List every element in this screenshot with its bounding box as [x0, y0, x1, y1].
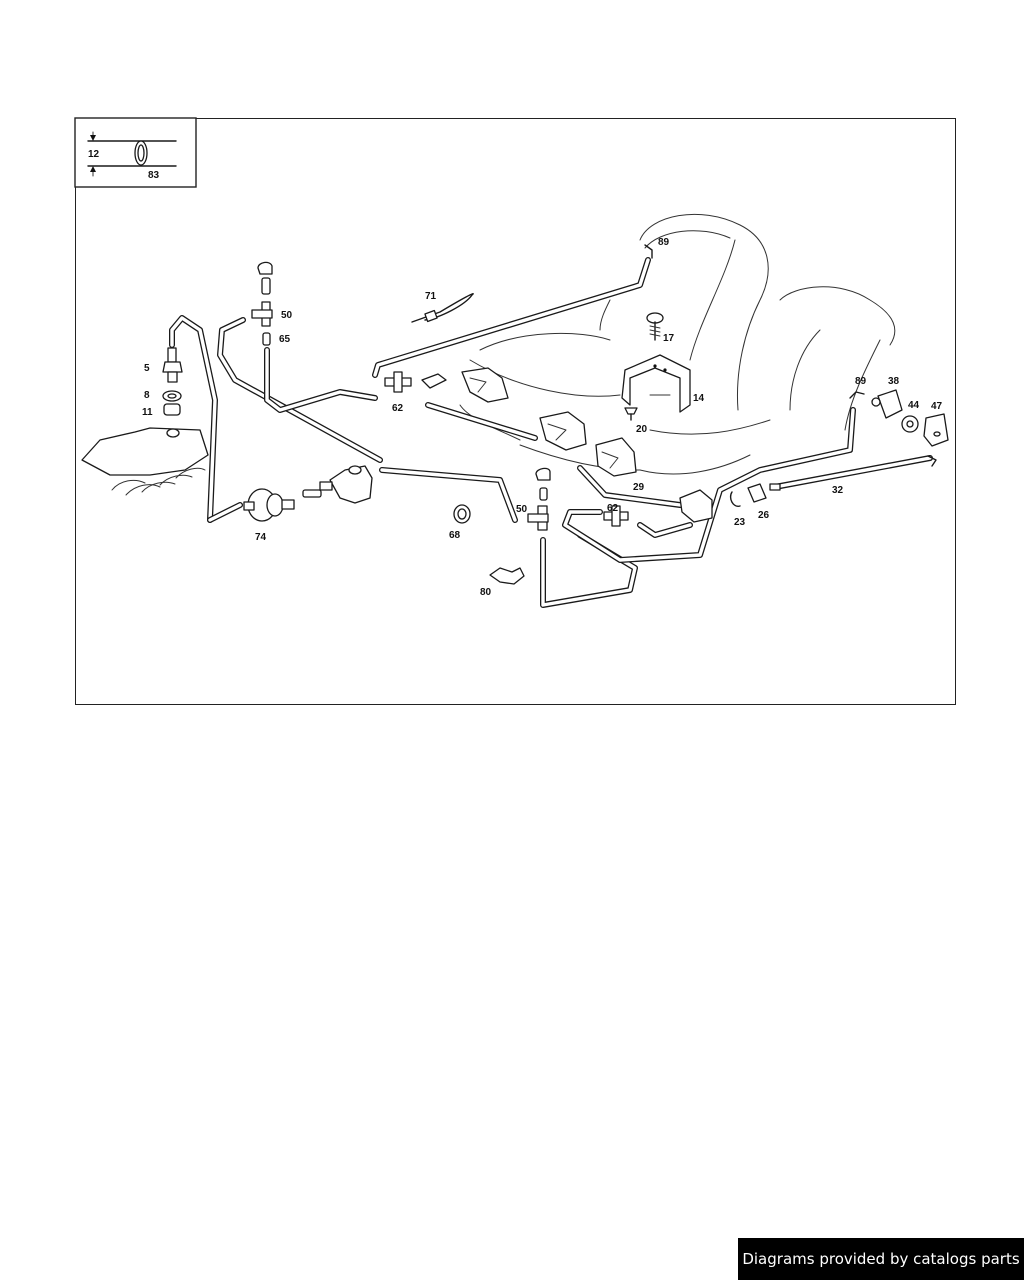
- label-12: 12: [88, 149, 100, 160]
- tubing: [169, 257, 933, 608]
- label-50-bottom: 50: [516, 504, 528, 515]
- label-80: 80: [480, 587, 492, 598]
- intake-manifold: [81, 427, 209, 496]
- part-74-valve: [243, 488, 322, 522]
- part-23-clip: [729, 491, 741, 507]
- part-50-tee-top: [251, 261, 273, 346]
- part-26-clip: [747, 483, 767, 503]
- part-44-seal: [901, 415, 919, 433]
- label-8: 8: [144, 390, 150, 401]
- part-32-cable: [769, 455, 937, 491]
- part-14-bracket: [621, 354, 691, 413]
- diagram-frame: [75, 118, 956, 705]
- part-vacuum-unit: [319, 465, 373, 504]
- label-47: 47: [931, 401, 943, 412]
- part-68-grommet: [453, 504, 471, 524]
- label-29: 29: [633, 482, 645, 493]
- label-5: 5: [144, 363, 150, 374]
- label-74: 74: [255, 532, 267, 543]
- footer-credit-badge: Diagrams provided by catalogs parts: [738, 1238, 1024, 1280]
- rubber-mount-3: [595, 437, 637, 477]
- label-20: 20: [636, 424, 648, 435]
- label-62-left: 62: [392, 403, 404, 414]
- part-50-tee-bottom: [527, 467, 551, 531]
- label-62-right: 62: [607, 503, 619, 514]
- label-23: 23: [734, 517, 746, 528]
- part-89-elbow-right: [849, 391, 865, 399]
- label-17: 17: [663, 333, 675, 344]
- part-71-cable-tie: [411, 293, 474, 323]
- label-26: 26: [758, 510, 770, 521]
- part-38-actuator: [871, 389, 903, 419]
- part-80-connector: [489, 567, 525, 585]
- label-89-right: 89: [855, 376, 867, 387]
- label-11: 11: [142, 407, 153, 418]
- part-89-elbow-top: [644, 244, 653, 259]
- rubber-mount-1: [461, 367, 509, 403]
- legend-inset: 12 83: [74, 117, 197, 188]
- part-5-valve: [162, 347, 183, 416]
- label-89-top: 89: [658, 237, 670, 248]
- part-62-fitting: [384, 371, 447, 393]
- label-83: 83: [148, 170, 160, 181]
- label-71: 71: [425, 291, 437, 302]
- label-44: 44: [908, 400, 920, 411]
- label-65: 65: [279, 334, 291, 345]
- label-38: 38: [888, 376, 900, 387]
- part-62-fitting-right: [603, 505, 629, 527]
- label-32: 32: [832, 485, 844, 496]
- label-68: 68: [449, 530, 461, 541]
- part-17-screw: [646, 312, 664, 341]
- part-20-pin: [624, 407, 638, 421]
- part-47-cover: [923, 413, 949, 447]
- label-50-top: 50: [281, 310, 293, 321]
- label-14: 14: [693, 393, 705, 404]
- rubber-mount-2: [539, 411, 587, 451]
- rubber-mount-4: [679, 489, 713, 523]
- part-labels: 5 8 11 50 65 71 62 89 17 14 20 74 68 50 …: [142, 237, 943, 598]
